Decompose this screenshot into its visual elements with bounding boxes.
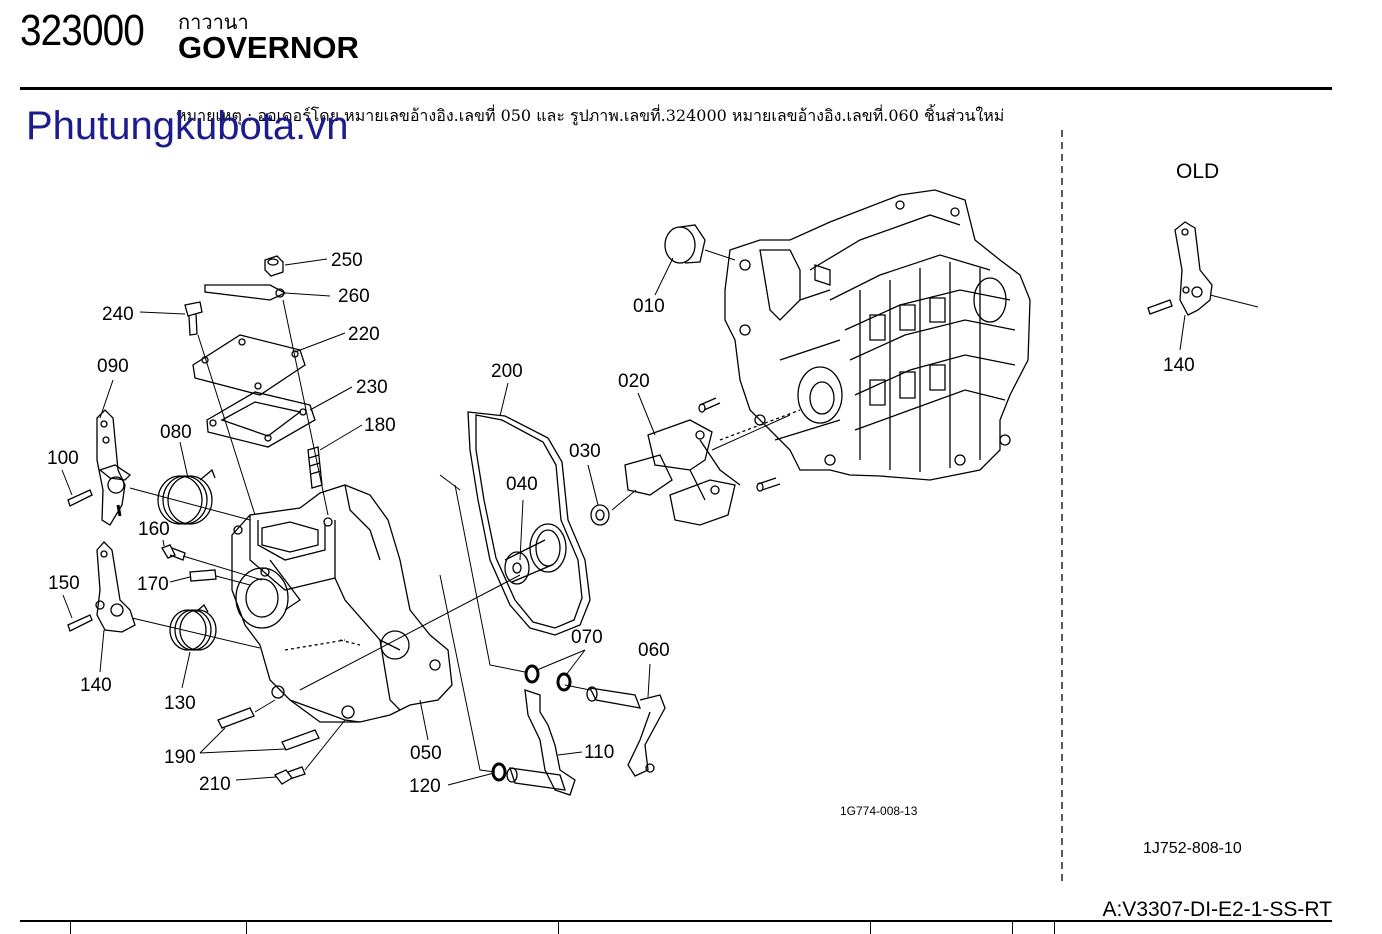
callout-030: 030: [569, 441, 601, 462]
drawing-code-old: 1J752-808-10: [1143, 840, 1242, 857]
callout-110: 110: [584, 742, 614, 763]
old-lever-drawing: [1147, 221, 1259, 316]
callout-120: 120: [409, 776, 441, 797]
callout-100: 100: [47, 448, 79, 469]
callout-150: 150: [48, 573, 80, 594]
lever-060-drawing: [586, 686, 666, 777]
oil-seal-drawing: [664, 224, 736, 264]
callout-210: 210: [199, 774, 231, 795]
callout-250: 250: [331, 250, 363, 271]
callout-090: 090: [97, 356, 129, 377]
callout-260: 260: [338, 286, 370, 307]
watermark: Phutungkubota.vn: [26, 104, 349, 148]
bushing-drawing: [590, 504, 610, 526]
governor-housing-drawing: [231, 484, 453, 723]
lever-110-drawing: [506, 689, 576, 796]
callout-190: 190: [164, 747, 196, 768]
callout-200: 200: [491, 361, 523, 382]
table-column-divider: [246, 922, 247, 934]
callout-leaders: [61, 257, 1186, 786]
old-callout-140: 140: [1163, 355, 1195, 376]
header-divider: [20, 87, 1332, 90]
table-column-divider: [870, 922, 871, 934]
callout-140: 140: [80, 675, 112, 696]
spring-130-drawing: [169, 603, 217, 651]
callout-240: 240: [102, 304, 134, 325]
callout-010: 010: [633, 296, 665, 317]
governor-weights-drawing: [624, 419, 741, 526]
callout-060: 060: [638, 640, 670, 661]
table-column-divider: [1012, 922, 1013, 934]
lever-140-drawing: [96, 541, 136, 633]
bolt-drawing: [184, 301, 203, 336]
order-note: หมายเหตุ : ออเดอร์โดย หมายเลขอ้างอิง.เลข…: [176, 106, 1005, 125]
model-code: A:V3307-DI-E2-1-SS-RT: [1102, 898, 1332, 921]
callout-230: 230: [356, 377, 388, 398]
spring-080-drawing: [157, 468, 216, 525]
table-column-divider: [70, 922, 71, 934]
page-title-thai: กาวานา: [178, 12, 249, 34]
callout-070: 070: [571, 627, 603, 648]
table-column-divider: [1054, 922, 1055, 934]
lever-090-drawing: [96, 409, 126, 526]
callout-220: 220: [348, 324, 380, 345]
gear-case-drawing: [698, 189, 1031, 492]
gasket-drawing: [206, 391, 316, 448]
page-number: 323000: [20, 6, 145, 55]
drawing-code-main: 1G774-008-13: [840, 804, 918, 818]
callout-050: 050: [410, 743, 442, 764]
callout-160: 160: [138, 519, 170, 540]
page-title: GOVERNOR: [178, 30, 359, 65]
callout-040: 040: [506, 474, 538, 495]
callout-180: 180: [364, 415, 396, 436]
governor-shaft-drawing: [504, 523, 567, 585]
callout-170: 170: [137, 574, 169, 595]
table-column-divider: [558, 922, 559, 934]
callout-020: 020: [618, 371, 650, 392]
cover-plate-drawing: [192, 334, 306, 396]
old-section-label: OLD: [1176, 160, 1219, 183]
gasket-200-drawing: [467, 411, 591, 636]
plate-drawing: [204, 284, 287, 301]
nut-drawing: [264, 255, 284, 277]
footer-divider: [20, 920, 1332, 922]
callout-080: 080: [160, 422, 192, 443]
callout-130: 130: [164, 693, 196, 714]
